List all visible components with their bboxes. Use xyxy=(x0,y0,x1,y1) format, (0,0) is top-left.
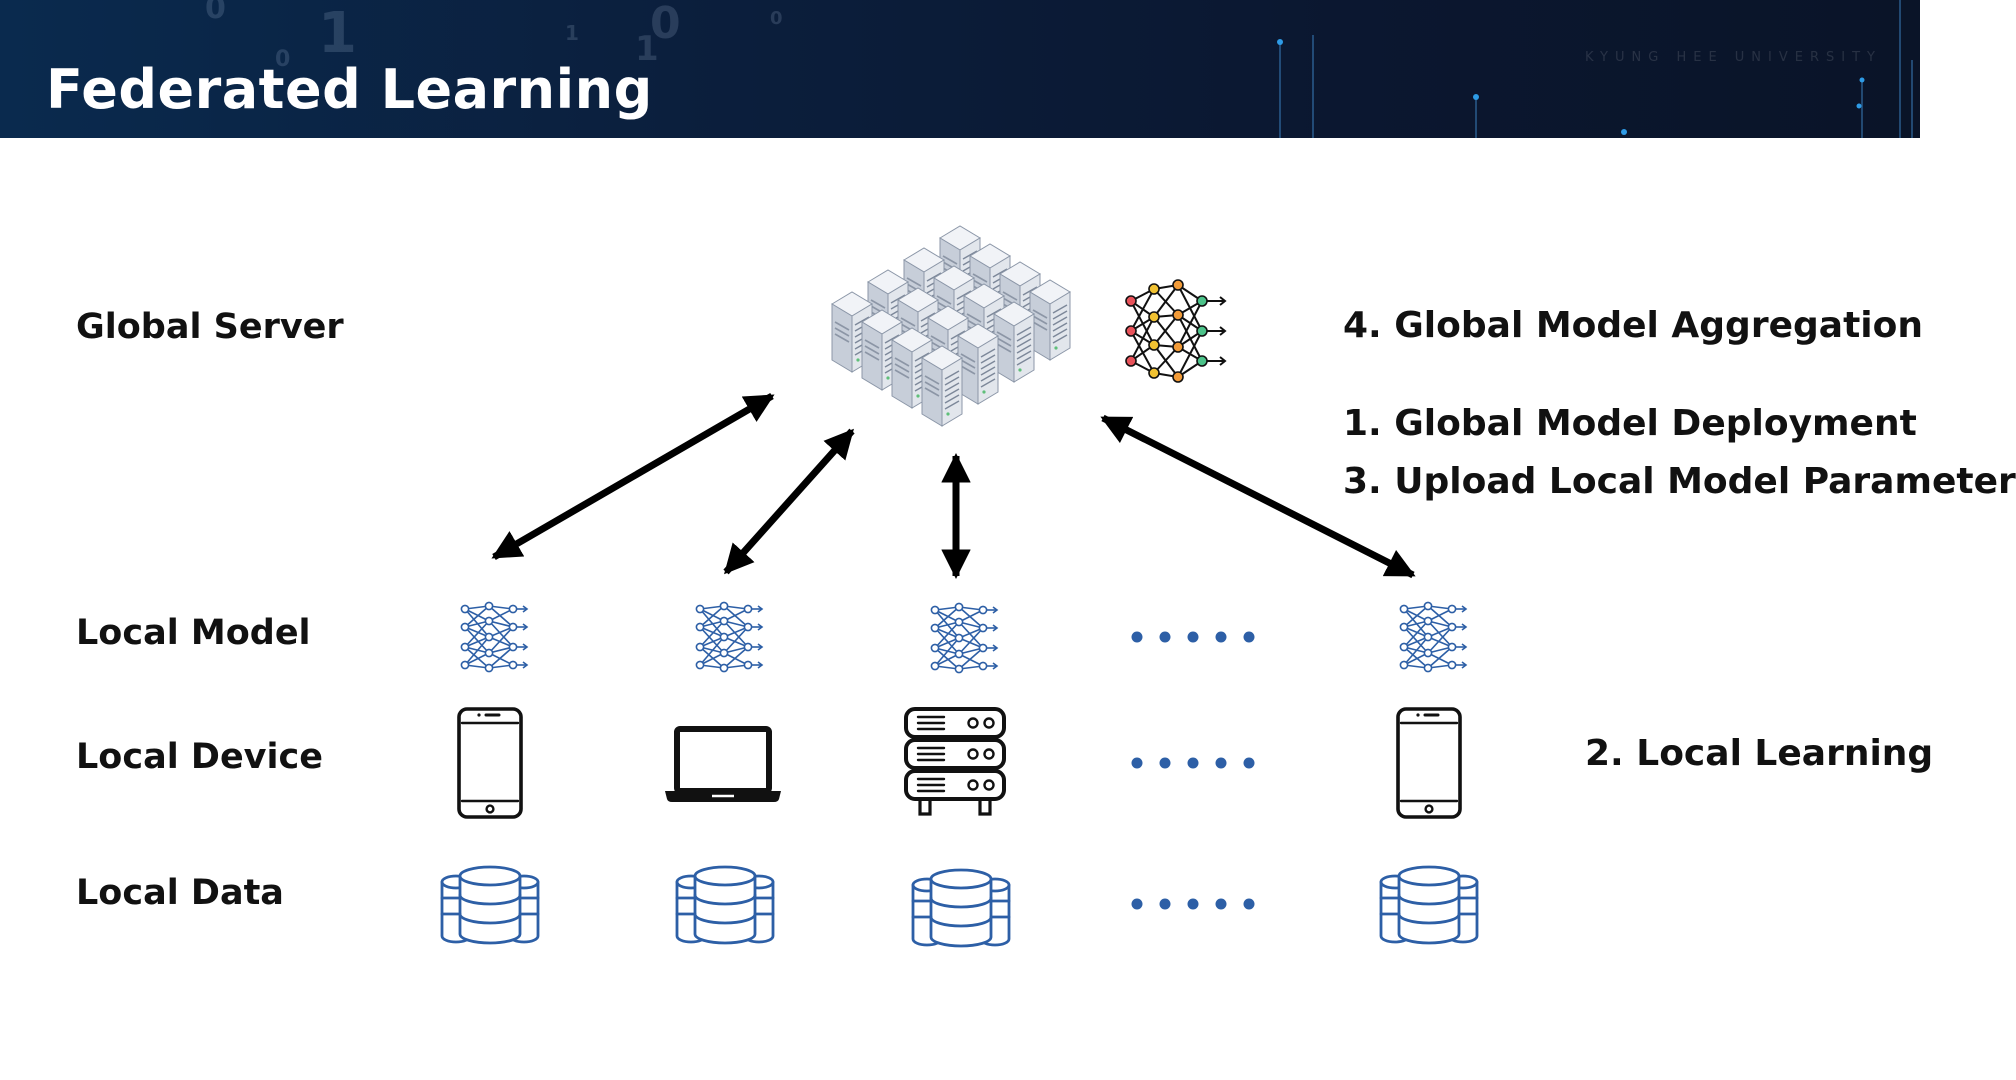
federated-diagram xyxy=(440,225,1479,948)
svg-text:1: 1 xyxy=(635,29,659,69)
local-model-icon xyxy=(1399,601,1467,673)
arrow-client-2 xyxy=(723,428,855,575)
svg-text:0: 0 xyxy=(770,8,783,29)
arrow-client-4 xyxy=(1100,414,1416,579)
label-local-data: Local Data xyxy=(76,873,284,913)
label-local-device: Local Device xyxy=(76,737,323,777)
database-icon xyxy=(675,865,775,945)
global-neural-network-icon xyxy=(1125,279,1227,383)
local-model-icon xyxy=(695,601,763,673)
slide-title: Federated Learning xyxy=(46,58,653,121)
global-server-cluster-icon xyxy=(831,225,1071,427)
header-banner: 0 1 0 0 1 1 0 KYUNG HEE UNIVERSITY Feder… xyxy=(0,0,1920,138)
server-rack-icon xyxy=(904,707,1006,816)
label-global-server: Global Server xyxy=(76,307,344,347)
ellipsis-dots xyxy=(1131,757,1255,769)
step-local-learning: 2. Local Learning xyxy=(1585,733,1934,774)
database-icon xyxy=(1379,865,1479,945)
smartphone-icon xyxy=(457,707,523,819)
ellipsis-dots xyxy=(1131,898,1255,910)
laptop-icon xyxy=(665,726,781,802)
database-icon xyxy=(911,868,1011,948)
svg-text:1: 1 xyxy=(318,1,357,66)
banner-background: 0 1 0 0 1 1 0 xyxy=(205,0,1913,138)
smartphone-icon xyxy=(1396,707,1462,819)
svg-text:0: 0 xyxy=(275,47,290,72)
step-global-model-aggregation: 4. Global Model Aggregation xyxy=(1343,305,1923,346)
banner-watermark: KYUNG HEE UNIVERSITY xyxy=(1585,50,1882,65)
svg-text:1: 1 xyxy=(565,21,579,45)
svg-text:0: 0 xyxy=(650,0,681,49)
svg-text:0: 0 xyxy=(205,0,226,26)
label-local-model: Local Model xyxy=(76,613,311,653)
ellipsis-dots xyxy=(1131,631,1255,643)
local-model-icon xyxy=(460,601,528,673)
step-upload-local-model-parameter: 3. Upload Local Model Parameter xyxy=(1343,461,2016,502)
database-icon xyxy=(440,865,540,945)
communication-arrows xyxy=(491,392,1416,579)
step-global-model-deployment: 1. Global Model Deployment xyxy=(1343,403,1917,444)
arrow-client-1 xyxy=(491,392,775,561)
local-model-icon xyxy=(930,602,998,674)
